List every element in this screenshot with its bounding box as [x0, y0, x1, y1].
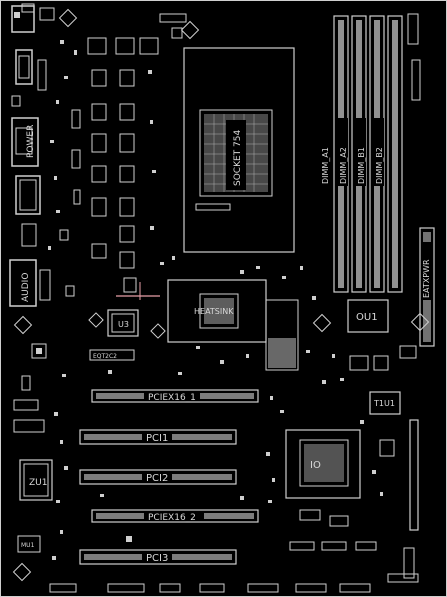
audio-label: AUDIO: [21, 273, 31, 302]
pci2-slot: [79, 469, 237, 485]
passive-components: [48, 40, 383, 560]
pciex16-2-slot: [91, 509, 259, 523]
vrm-components: [59, 13, 200, 297]
dimm-b1-label: DIMM_B1: [357, 147, 366, 184]
power-block: [11, 117, 39, 167]
cpu-socket: SOCKET 754: [183, 47, 295, 253]
t1u1-label: T1U1: [373, 399, 395, 408]
u3-chip: [107, 309, 139, 337]
eatxpwr-label: EATXPWR: [422, 259, 431, 298]
dimm-a2-label: DIMM_A2: [339, 147, 348, 184]
pci3-slot: [79, 549, 237, 565]
dimm-b2-label: DIMM_B2: [375, 147, 384, 184]
power-label: POWER: [26, 125, 36, 158]
rear-io-area: POWER AUDIO: [9, 3, 78, 359]
u3-label: U3: [118, 320, 129, 329]
zu1-label: ZU1: [29, 478, 47, 488]
pci1-label: PCI1: [146, 433, 168, 444]
pciex16-1-label: PCIEX16_1: [148, 393, 196, 403]
t1u1-chip: T1U1: [369, 391, 401, 415]
heatsink-label: HEATSINK: [194, 307, 234, 316]
pciex16-2-label: PCIEX16_2: [148, 513, 196, 523]
audio-block: [9, 259, 37, 307]
dimm-b2-slot: [387, 15, 403, 293]
dimm-a1-label: DIMM_A1: [321, 147, 330, 184]
io-chip: IO: [285, 419, 419, 531]
ou1-chip: OU1: [347, 299, 417, 371]
socket-label: SOCKET 754: [233, 130, 243, 186]
small-chip: [89, 349, 135, 361]
small-chip-label: EQT2C2: [93, 353, 117, 360]
zu1-chip: ZU1: [19, 459, 53, 501]
heatsink-area: HEATSINK U3 EQT2C2: [88, 279, 430, 371]
pci3-label: PCI3: [146, 553, 168, 564]
mu1-chip: MU1: [12, 375, 45, 582]
eatxpwr-connector: EATXPWR: [419, 227, 435, 347]
mu1-label: MU1: [21, 542, 35, 549]
dimm-slots: DIMM_A1 DIMM_A2 DIMM_B1 DIMM_B2: [320, 13, 421, 293]
pciex16-1-slot: [91, 389, 259, 403]
bottom-headers: [49, 509, 419, 593]
pci1-slot: [79, 429, 237, 445]
pci2-label: PCI2: [146, 473, 168, 484]
ou1-label: OU1: [356, 312, 378, 323]
io-label: IO: [310, 460, 321, 471]
expansion-slots: PCIEX16_1 PCI1 PCI2 PCIEX16_2 PCI3: [79, 389, 259, 565]
